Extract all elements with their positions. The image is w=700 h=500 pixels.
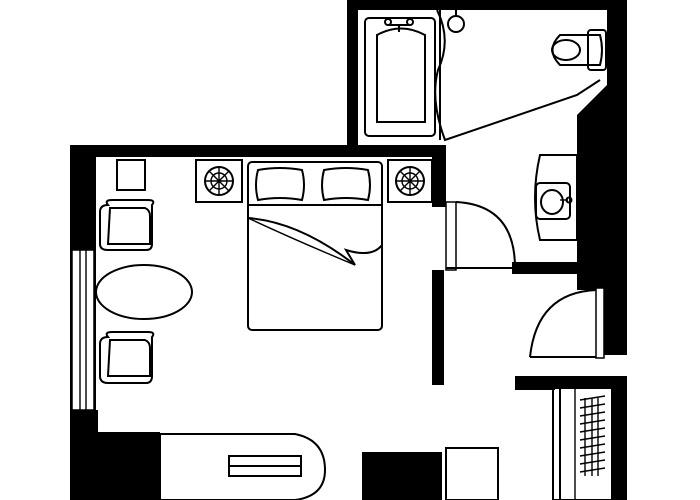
wall-bedroom-north [70, 145, 446, 157]
oval-coffee-table [95, 264, 193, 320]
double-bed [247, 161, 383, 331]
closet [552, 387, 613, 500]
armchair-bottom [99, 331, 155, 384]
wall-bedroom-south-mid [362, 452, 442, 500]
side-table [116, 159, 146, 191]
wall-bath-west [347, 0, 358, 150]
toilet-icon [551, 29, 607, 71]
pillow-right [321, 167, 371, 202]
bathtub [364, 17, 436, 137]
washbasin [534, 154, 578, 241]
nightstand-right [387, 159, 433, 203]
hanger-icon [579, 395, 606, 476]
bathroom-door[interactable] [445, 201, 516, 271]
lamp-icon [204, 166, 234, 196]
pillow-left [255, 167, 305, 202]
entry-door[interactable] [529, 287, 605, 359]
faucet-icon [384, 18, 414, 32]
lamp-icon [395, 166, 425, 196]
wall-bedroom-east-lower [432, 270, 444, 385]
wall-bedroom-east-upper [432, 145, 446, 207]
bedspread-fold [247, 217, 383, 266]
window [71, 249, 95, 411]
wall-closet-east [612, 376, 627, 500]
wall-bath-north [347, 0, 615, 10]
shower-curtain [434, 9, 601, 142]
desk-console [159, 433, 327, 500]
wall-bath-diagonal [577, 85, 627, 290]
wall-corridor-south [515, 376, 555, 390]
armchair-top [99, 199, 155, 251]
wall-bedroom-south-left [70, 432, 160, 500]
wall-bath-partition [512, 262, 607, 274]
nightstand-left [195, 159, 243, 203]
luggage-rack [445, 447, 499, 500]
